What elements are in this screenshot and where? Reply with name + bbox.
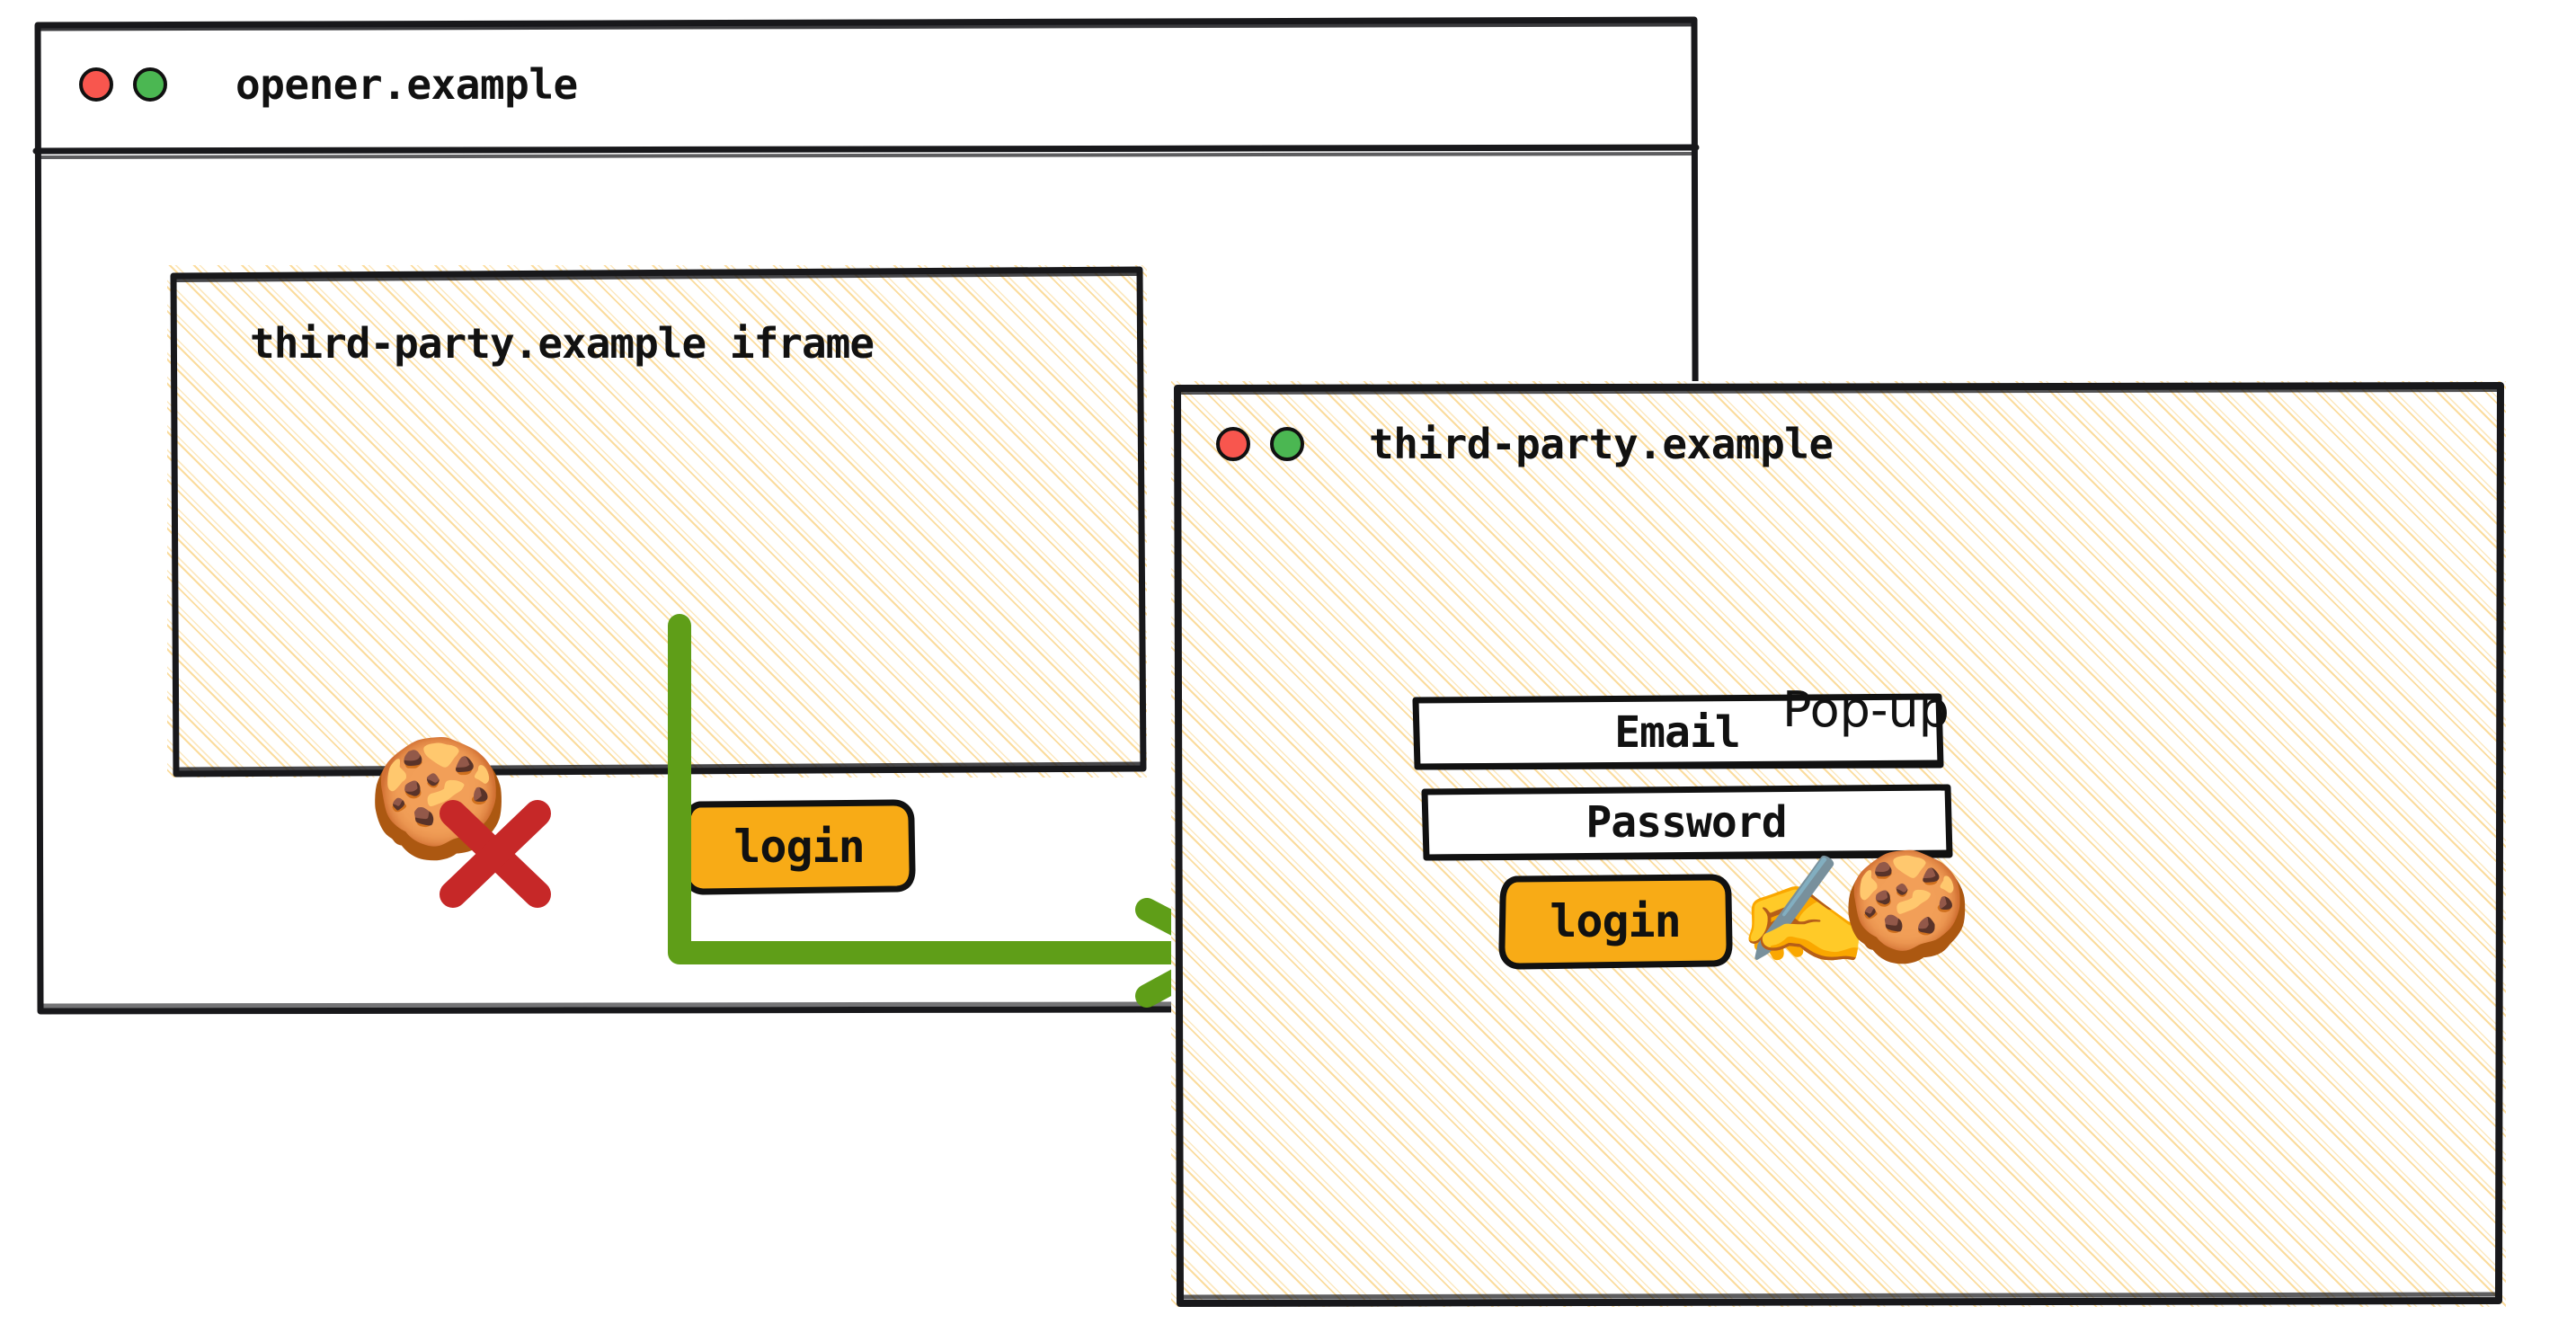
cookie-icon: 🍪 [1841, 844, 1973, 968]
opener-window-title: opener.example [235, 60, 578, 109]
close-icon[interactable] [1216, 427, 1250, 461]
maximize-icon[interactable] [1270, 427, 1304, 461]
popup-window-title: third-party.example [1369, 420, 1834, 468]
password-field-label: Password [1586, 797, 1787, 848]
opener-traffic-lights [79, 67, 167, 102]
close-icon[interactable] [79, 67, 113, 102]
popup-login-button[interactable]: login [1498, 874, 1733, 970]
third-party-popup-window: third-party.example Email Password [1171, 381, 2506, 1307]
iframe-label: third-party.example iframe [250, 319, 875, 368]
email-field-label: Email [1614, 707, 1740, 758]
popup-annotation-label: Pop-up [1782, 681, 1950, 738]
maximize-icon[interactable] [133, 67, 167, 102]
third-party-iframe: third-party.example iframe 🍪 login [167, 265, 1147, 908]
iframe-login-button[interactable]: login [682, 799, 916, 895]
iframe-login-button-label: login [733, 821, 866, 873]
popup-login-button-label: login [1550, 895, 1682, 947]
popup-titlebar: third-party.example [1171, 381, 2506, 507]
popup-traffic-lights [1216, 427, 1304, 461]
red-cross-icon [440, 800, 551, 908]
opener-titlebar: opener.example [32, 16, 1701, 153]
writing-hand-icon: ✍️ [1737, 849, 1870, 973]
